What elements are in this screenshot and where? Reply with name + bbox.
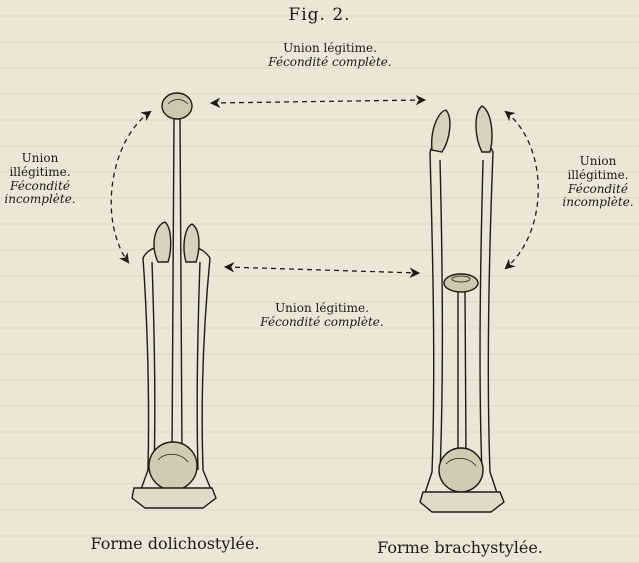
left-label-line3: Fécondité <box>0 180 80 194</box>
right-anther-2 <box>476 106 492 152</box>
right-ovary <box>439 448 483 492</box>
caption-short-styled: Forme brachystylée. <box>350 539 570 557</box>
left-tube-right-wall <box>202 258 212 492</box>
left-label-line4: incomplète. <box>0 193 80 207</box>
left-tube-left-wall <box>140 258 149 492</box>
figure-title: Fig. 2. <box>0 6 639 26</box>
left-calyx <box>132 488 216 508</box>
right-style <box>458 290 466 455</box>
short-styled-flower <box>420 106 504 512</box>
middle-label-line1: Union légitime. <box>232 302 412 316</box>
left-anther-1 <box>154 222 171 262</box>
left-style <box>172 118 182 455</box>
right-label-line1: Union <box>558 155 638 169</box>
arrow-left-illegitimate <box>111 112 150 262</box>
left-label: Union illégitime. Fécondité incomplète. <box>0 152 80 207</box>
middle-label-line2: Fécondité complète. <box>232 316 412 330</box>
arrow-top-legitimate <box>212 100 424 103</box>
left-ovary <box>149 442 197 490</box>
left-label-line2: illégitime. <box>0 166 80 180</box>
left-label-line1: Union <box>0 152 80 166</box>
right-label-line4: incomplète. <box>558 196 638 210</box>
right-stigma <box>444 274 478 292</box>
right-label-line3: Fécondité <box>558 183 638 197</box>
left-stigma <box>162 93 192 119</box>
right-tube-left-wall <box>424 152 434 496</box>
top-label: Union légitime. Fécondité complète. <box>240 42 420 70</box>
right-calyx <box>420 492 504 512</box>
left-anther-2 <box>184 224 199 262</box>
right-anther-1 <box>432 110 450 152</box>
caption-long-styled: Forme dolichostylée. <box>60 535 290 553</box>
arrow-right-illegitimate <box>506 112 538 268</box>
right-label: Union illégitime. Fécondité incomplète. <box>558 155 638 210</box>
top-label-line1: Union légitime. <box>240 42 420 56</box>
long-styled-flower <box>132 93 216 508</box>
arrow-middle-legitimate <box>226 267 418 273</box>
middle-label: Union légitime. Fécondité complète. <box>232 302 412 330</box>
right-tube-right-wall <box>488 152 498 496</box>
right-label-line2: illégitime. <box>558 169 638 183</box>
top-label-line2: Fécondité complète. <box>240 56 420 70</box>
